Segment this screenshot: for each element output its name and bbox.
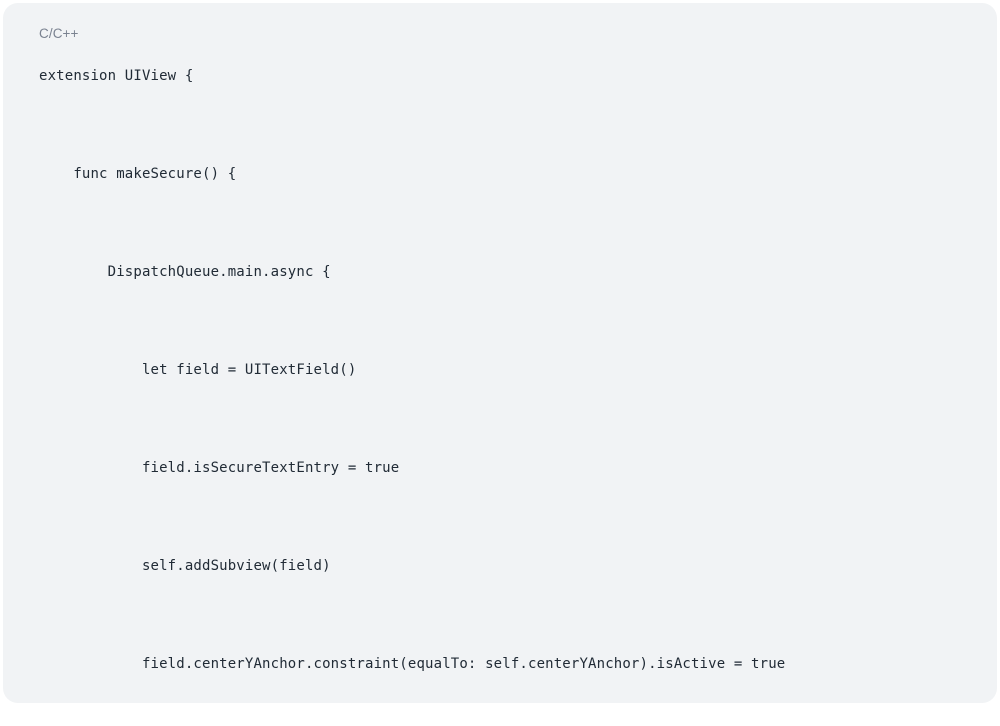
code-line bbox=[39, 101, 997, 150]
code-block[interactable]: extension UIView { func makeSecure() { D… bbox=[3, 52, 997, 703]
code-line: field.centerYAnchor.constraint(equalTo: … bbox=[39, 656, 786, 672]
code-line bbox=[39, 199, 997, 248]
code-line: func makeSecure() { bbox=[39, 166, 237, 182]
code-line bbox=[39, 689, 997, 703]
code-line bbox=[39, 591, 997, 640]
code-snippet-card: C/C++ extension UIView { func makeSecure… bbox=[3, 3, 997, 703]
language-label: C/C++ bbox=[39, 26, 79, 41]
code-line: let field = UITextField() bbox=[39, 362, 357, 378]
code-line: DispatchQueue.main.async { bbox=[39, 264, 331, 280]
code-line bbox=[39, 493, 997, 542]
code-line: extension UIView { bbox=[39, 68, 194, 84]
code-line: self.addSubview(field) bbox=[39, 558, 331, 574]
code-line bbox=[39, 297, 997, 346]
code-line bbox=[39, 395, 997, 444]
code-line: field.isSecureTextEntry = true bbox=[39, 460, 400, 476]
